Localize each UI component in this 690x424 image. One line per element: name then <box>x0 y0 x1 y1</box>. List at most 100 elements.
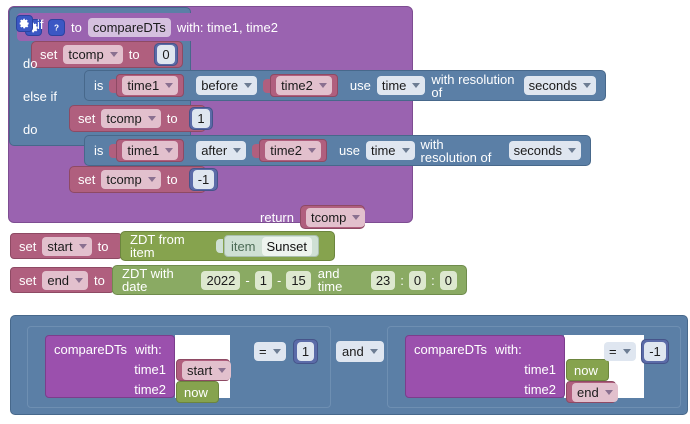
set-variable-block-then-1[interactable]: set tcomp to <box>69 105 206 132</box>
hour-field[interactable]: 23 <box>370 270 396 290</box>
time-separator-2: : <box>431 272 435 288</box>
chevron-down-icon <box>622 349 631 354</box>
operator-dropdown-after[interactable]: after <box>196 141 247 160</box>
operator-dropdown-before[interactable]: before <box>196 76 258 95</box>
datetime-compare-block-2[interactable]: is time1 after time2 use time with resol… <box>84 135 591 166</box>
variable-dropdown-end[interactable]: end <box>42 270 89 290</box>
number-field[interactable]: 1 <box>296 342 315 361</box>
minute-field[interactable]: 0 <box>408 270 427 290</box>
variable-block-time1[interactable]: time1 <box>116 74 185 97</box>
operator-value: before <box>201 78 239 93</box>
variable-block-time2[interactable]: time2 <box>259 139 327 162</box>
number-field[interactable]: 0 <box>157 45 175 64</box>
param-label-time2: time2 <box>134 382 166 397</box>
gear-icon[interactable] <box>16 15 33 32</box>
variable-dropdown-tcomp[interactable]: tcomp <box>63 45 123 64</box>
datetime-compare-block-1[interactable]: is time1 before time2 use time with reso… <box>84 70 606 101</box>
comparison-operator-dropdown-2[interactable]: = <box>604 342 636 361</box>
number-block-2[interactable]: -1 <box>189 168 218 191</box>
zdt-from-item-block[interactable]: ZDT from item item Sunset <box>120 231 335 261</box>
if-label: if <box>37 17 44 32</box>
variable-dropdown-time2[interactable]: time2 <box>265 141 321 160</box>
comparison-operator-dropdown-1[interactable]: = <box>254 342 286 361</box>
procedure-call-block-2[interactable]: compareDTs with: time1 time2 <box>405 335 565 398</box>
variable-block-time2[interactable]: time2 <box>270 74 338 97</box>
to-label: to <box>166 172 178 187</box>
set-variable-block-start[interactable]: set start to <box>10 233 122 259</box>
variable-dropdown-time2[interactable]: time2 <box>276 76 332 95</box>
chevron-down-icon <box>244 83 253 88</box>
month-field[interactable]: 1 <box>254 270 272 290</box>
procedure-params-label: with: time1, time2 <box>176 19 278 35</box>
variable-dropdown-tcomp[interactable]: tcomp <box>101 109 161 128</box>
call-name-label: compareDTs <box>54 342 127 357</box>
set-variable-block-then-2[interactable]: set tcomp to <box>69 166 206 193</box>
second-field[interactable]: 0 <box>439 270 457 290</box>
chevron-down-icon <box>308 148 316 153</box>
question-mark-icon[interactable]: ? <box>48 18 65 36</box>
resolution-dropdown-seconds[interactable]: seconds <box>508 141 581 160</box>
chevron-down-icon <box>165 148 174 153</box>
variable-dropdown-end[interactable]: end <box>572 382 618 402</box>
set-label: set <box>40 47 58 62</box>
item-value-field[interactable]: Sunset <box>261 236 312 256</box>
variable-dropdown-time1[interactable]: time1 <box>122 141 179 160</box>
resolution-dropdown-seconds[interactable]: seconds <box>523 76 596 95</box>
to-label: to <box>94 272 105 288</box>
variable-dropdown-start[interactable]: start <box>42 236 92 256</box>
svg-text:?: ? <box>54 23 59 32</box>
procedure-header[interactable]: ? to compareDTs with: time1, time2 <box>17 13 310 41</box>
variable-name: start <box>47 238 73 254</box>
procedure-call-block-1[interactable]: compareDTs with: time1 time2 <box>45 335 175 398</box>
use-dropdown-time[interactable]: time <box>376 76 426 95</box>
do-label-2: do <box>23 122 38 137</box>
item-label: item <box>230 238 256 254</box>
and-operator-value: and <box>342 344 364 359</box>
procedure-to-label: to <box>71 19 82 35</box>
variable-name: end <box>577 384 599 400</box>
else-if-label: else if <box>23 89 57 104</box>
param-value-start[interactable]: start <box>176 359 232 381</box>
and-operator-dropdown[interactable]: and <box>336 341 384 362</box>
number-block-0[interactable]: 0 <box>154 43 178 66</box>
use-dropdown-time[interactable]: time <box>365 141 415 160</box>
param-value-end[interactable]: end <box>566 381 618 403</box>
procedure-name-field[interactable]: compareDTs <box>87 17 171 37</box>
chevron-down-icon <box>147 116 156 121</box>
day-field[interactable]: 15 <box>286 270 311 290</box>
resolution-value: seconds <box>513 143 562 158</box>
chevron-down-icon <box>75 277 84 283</box>
variable-dropdown-tcomp[interactable]: tcomp <box>101 170 161 189</box>
variable-dropdown-tcomp[interactable]: tcomp <box>306 207 366 227</box>
logic-and-block[interactable]: compareDTs with: time1 time2 start now =… <box>10 315 688 415</box>
call-name-label: compareDTs <box>414 342 487 357</box>
variable-dropdown-time1[interactable]: time1 <box>122 76 179 95</box>
number-block-1[interactable]: 1 <box>189 107 213 130</box>
param-label-time1: time1 <box>524 362 556 377</box>
variable-dropdown-start[interactable]: start <box>182 360 232 380</box>
to-label: to <box>97 238 109 254</box>
comparison-number-block-2[interactable]: -1 <box>641 339 669 364</box>
chevron-down-icon <box>272 349 281 354</box>
zdt-with-date-block[interactable]: ZDT with date 2022 - 1 - 15 and time 23 … <box>112 265 467 295</box>
param-value-now-2[interactable]: now <box>566 359 609 381</box>
variable-block-time1[interactable]: time1 <box>116 139 185 162</box>
variable-name: time2 <box>270 143 302 158</box>
comparison-number-block-1[interactable]: 1 <box>293 339 318 364</box>
number-field[interactable]: 1 <box>192 109 210 128</box>
item-block[interactable]: item Sunset <box>223 235 319 257</box>
number-field[interactable]: -1 <box>644 342 666 361</box>
set-variable-block-end[interactable]: set end to <box>10 267 114 293</box>
number-field[interactable]: -1 <box>192 170 215 189</box>
operand-group-1[interactable]: compareDTs with: time1 time2 start now =… <box>27 326 331 408</box>
operand-group-2[interactable]: compareDTs with: time1 time2 now end = -… <box>387 326 681 408</box>
chevron-down-icon <box>412 83 421 88</box>
variable-name: end <box>47 272 70 288</box>
operator-value: after <box>201 143 228 158</box>
param-value-now-1[interactable]: now <box>176 381 219 403</box>
zdt-from-item-label: ZDT from item <box>130 232 185 260</box>
year-field[interactable]: 2022 <box>201 270 241 290</box>
procedure-definition-block[interactable]: ? to compareDTs with: time1, time2 set t… <box>8 6 606 229</box>
return-value-block[interactable]: tcomp <box>300 205 366 229</box>
time-separator-1: : <box>400 272 404 288</box>
